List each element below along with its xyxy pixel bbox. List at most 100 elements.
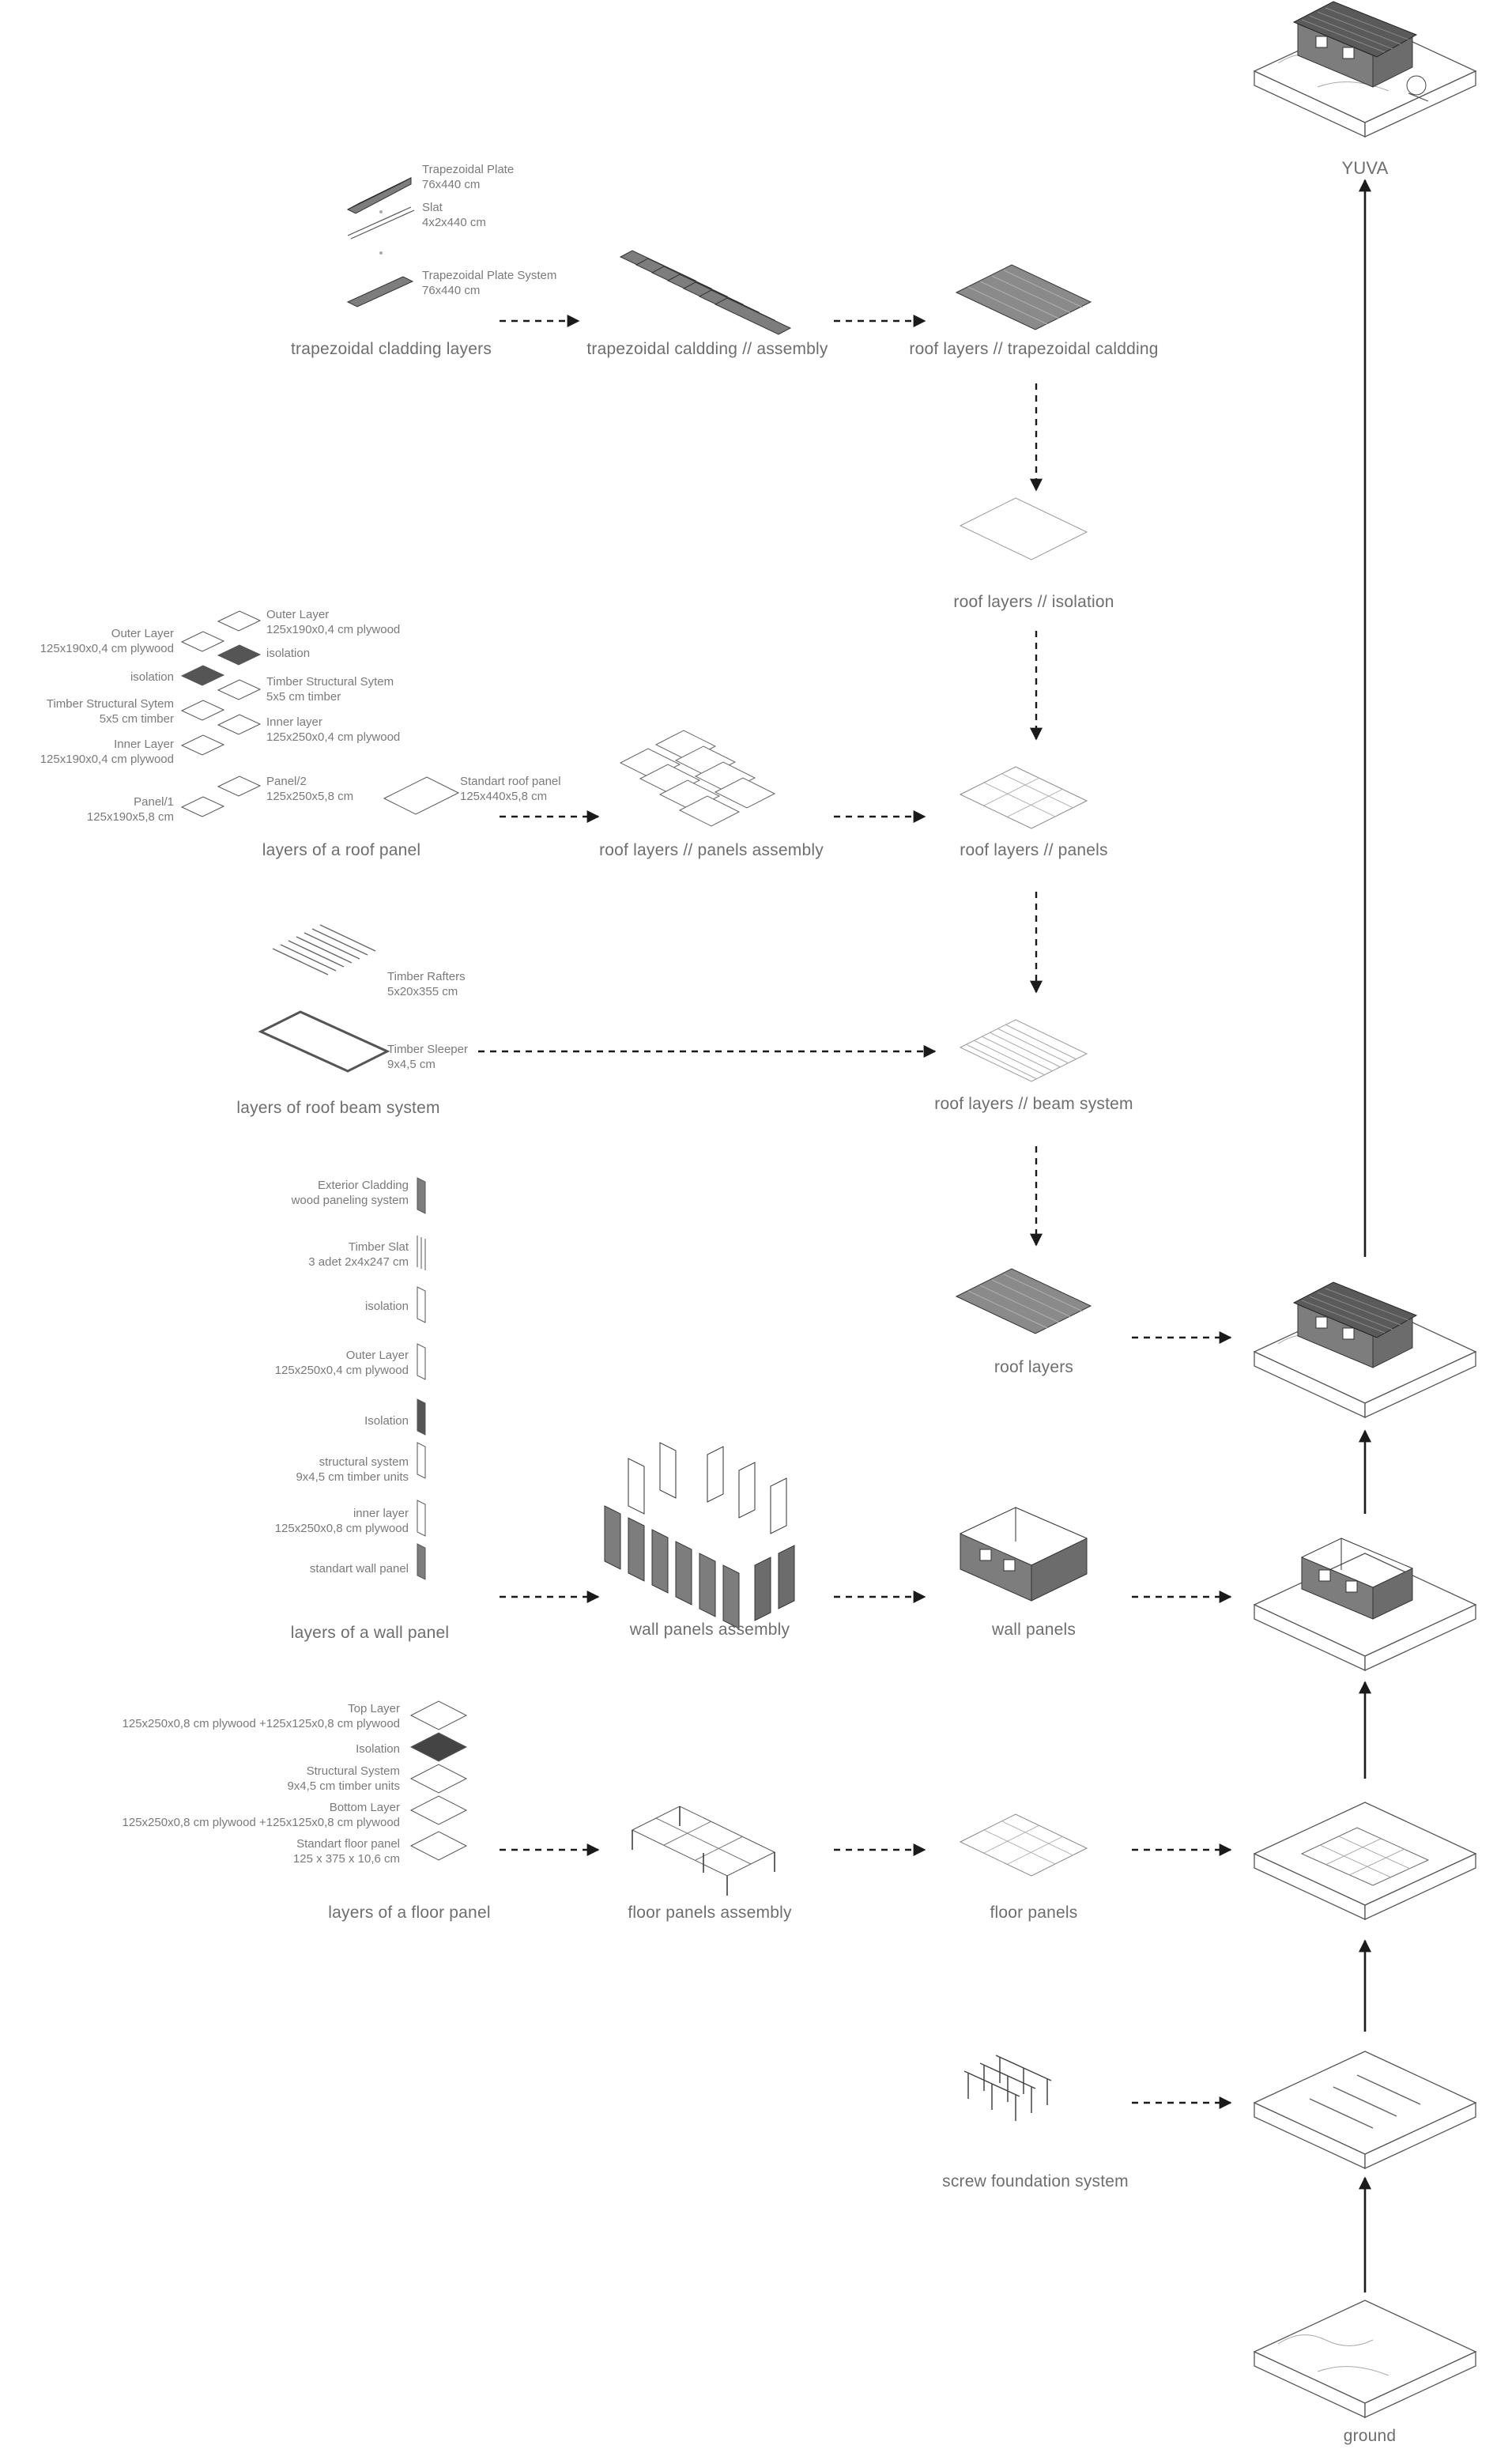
floor-bottom: Bottom Layer 125x250x0,8 cm plywood +125… [123,1800,400,1830]
roof-left-outer: Outer Layer 125x190x0,4 cm plywood [40,626,174,656]
roof-right-outer: Outer Layer 125x190x0,4 cm plywood [266,607,400,637]
roof-left-timber-name: Timber Structural Sytem [46,697,174,711]
roof-right-isolation: isolation [266,647,311,660]
sleeper-dim: 9x4,5 cm [387,1058,436,1071]
site-block-ground [1253,2300,1477,2419]
label-wall-panel-layers: layers of a wall panel [290,1624,450,1642]
label-roof-panel-layers: layers of a roof panel [262,841,421,859]
floor-top-name: Top Layer [348,1702,400,1715]
label-roof-panels-assembly: roof layers // panels assembly [599,841,824,859]
wall-slat: Timber Slat 3 adet 2x4x247 cm [308,1240,409,1270]
beam-system-object [959,1019,1088,1082]
label-roof-trap: roof layers // trapezoidal caldding [909,340,1159,358]
floor-isolation: Isolation [356,1742,400,1756]
roof-left-panel: Panel/1 125x190x5,8 cm [87,794,174,825]
wall-inner-dim: 125x250x0,8 cm plywood [274,1522,409,1535]
floor-panels-object [959,1813,1088,1877]
trap-system-dim: 76x440 cm [422,284,481,297]
label-trap-layers: trapezoidal cladding layers [290,340,492,358]
wall-standart: standart wall panel [309,1562,409,1575]
label-floor-panels: floor panels [990,1904,1078,1922]
floor-standart-name: Standart floor panel [296,1837,400,1851]
floor-struct-dim: 9x4,5 cm timber units [287,1779,400,1793]
roof-panels-assembly-object [619,730,776,827]
trap-slat-name: Slat [422,201,443,214]
roof-left-inner: Inner Layer 125x190x0,4 cm plywood [40,737,174,767]
label-floor-panel-layers: layers of a floor panel [328,1904,491,1922]
label-wall-assembly: wall panels assembly [629,1621,790,1639]
roof-left-isolation: isolation [130,670,174,684]
label-trap-assembly: trapezoidal caldding // assembly [586,340,828,358]
floor-top: Top Layer 125x250x0,8 cm plywood +125x12… [123,1701,400,1731]
roof-right-inner-name: Inner layer [266,715,322,729]
wall-slat-dim: 3 adet 2x4x247 cm [308,1255,409,1269]
wall-panels-object [960,1507,1088,1602]
trapezoidal-assembly-object [619,250,792,335]
wall-cladding: Exterior Cladding wood paneling system [292,1178,409,1208]
roof-panel-layer-icons-right [217,610,262,797]
label-ground: ground [1343,2427,1397,2445]
wall-struct: structural system 9x4,5 cm timber units [296,1455,409,1485]
trap-slat-icon [347,206,415,240]
roof-panels-object [959,766,1088,829]
wall-layer-icons [417,1177,426,1580]
trap-plate-dim: 76x440 cm [422,178,481,191]
label-screw-foundation: screw foundation system [942,2172,1129,2191]
wall-isolation-1: isolation [364,1300,409,1313]
floor-panels-assembly-object [631,1806,776,1896]
roof-right-panel-name: Panel/2 [266,775,307,788]
roof-panel-layer-icons-left [180,631,225,817]
floor-standart: Standart floor panel 125 x 375 x 10,6 cm [293,1836,400,1866]
roof-right-outer-name: Outer Layer [266,608,330,621]
floor-bottom-dim: 125x250x0,8 cm plywood +125x125x0,8 cm p… [122,1816,400,1829]
roof-right-timber-name: Timber Structural Sytem [266,675,394,689]
standart-roof-panel-icon [383,776,460,815]
wall-cladding-name: Exterior Cladding [317,1179,409,1192]
wall-outer: Outer Layer 125x250x0,4 cm plywood [275,1348,409,1378]
house-roof-stage [1292,1281,1418,1368]
wall-outer-name: Outer Layer [345,1349,409,1362]
standart-roof-panel-dim: 125x440x5,8 cm [460,790,548,803]
site-block-floor-stage [1253,1802,1477,1921]
trap-system-name: Trapezoidal Plate System [422,269,557,282]
sleeper-name: Timber Sleeper [387,1043,468,1056]
floor-standart-dim: 125 x 375 x 10,6 cm [292,1852,400,1866]
trapezoidal-roof-object [955,264,1092,330]
label-roof-beam: roof layers // beam system [934,1095,1133,1113]
roof-right-timber-dim: 5x5 cm timber [266,690,341,704]
wall-outer-dim: 125x250x0,4 cm plywood [274,1364,409,1377]
wall-panels-assembly-object [604,1442,795,1629]
wall-slat-name: Timber Slat [348,1240,409,1254]
wall-inner-name: inner layer [353,1507,409,1520]
screw-foundation-object [963,2055,1052,2121]
trap-plate-icon [346,177,412,214]
floor-struct: Structural System 9x4,5 cm timber units [287,1764,400,1794]
roof-left-outer-dim: 125x190x0,4 cm plywood [40,642,174,655]
floor-layer-icons [409,1700,468,1861]
label-roof-beam-layers: layers of roof beam system [236,1099,440,1117]
label-floor-assembly: floor panels assembly [628,1904,792,1922]
wall-cladding-dim: wood paneling system [291,1194,409,1207]
sleeper-annotation: Timber Sleeper 9x4,5 cm [387,1042,468,1072]
standart-roof-panel-annotation: Standart roof panel 125x440x5,8 cm [460,774,561,804]
label-yuva: YUVA [1341,158,1389,178]
trap-plate-annotation: Trapezoidal Plate 76x440 cm [422,162,514,192]
trap-plate-name: Trapezoidal Plate [422,163,515,176]
trap-slat-annotation: Slat 4x2x440 cm [422,200,486,230]
roof-layers-object [955,1268,1092,1334]
isolation-sheet [959,497,1088,560]
floor-top-dim: 125x250x0,8 cm plywood +125x125x0,8 cm p… [122,1717,400,1730]
trap-slat-dim: 4x2x440 cm [422,216,486,229]
wall-struct-dim: 9x4,5 cm timber units [296,1470,409,1484]
timber-sleeper-icon [258,1010,390,1073]
roof-right-panel: Panel/2 125x250x5,8 cm [266,774,353,804]
roof-left-panel-name: Panel/1 [134,795,174,809]
rafters-annotation: Timber Rafters 5x20x355 cm [387,969,466,999]
roof-right-inner: Inner layer 125x250x0,4 cm plywood [266,715,400,745]
rafters-name: Timber Rafters [387,970,466,983]
wall-isolation-2: Isolation [364,1414,409,1428]
site-block-foundation-stage [1253,2051,1477,2170]
floor-struct-name: Structural System [306,1764,400,1778]
roof-right-inner-dim: 125x250x0,4 cm plywood [266,730,401,744]
